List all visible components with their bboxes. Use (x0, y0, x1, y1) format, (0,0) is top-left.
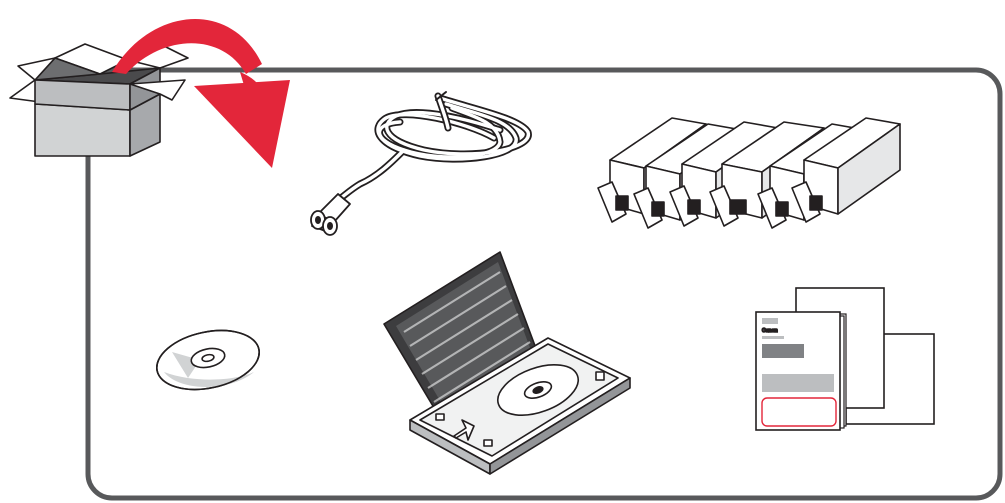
unpack-arrow-icon (112, 19, 290, 168)
ink-cartridge-icon (791, 117, 901, 223)
power-cord-icon (310, 91, 532, 236)
contents-frame (85, 67, 1003, 501)
manuals-icon: Canon (755, 287, 935, 431)
ink-cartridges (597, 117, 901, 229)
open-box-icon (9, 43, 189, 157)
manual-brand-text: Canon (762, 328, 778, 334)
setup-cd-icon (156, 329, 260, 391)
disc-tray-icon (383, 251, 631, 475)
